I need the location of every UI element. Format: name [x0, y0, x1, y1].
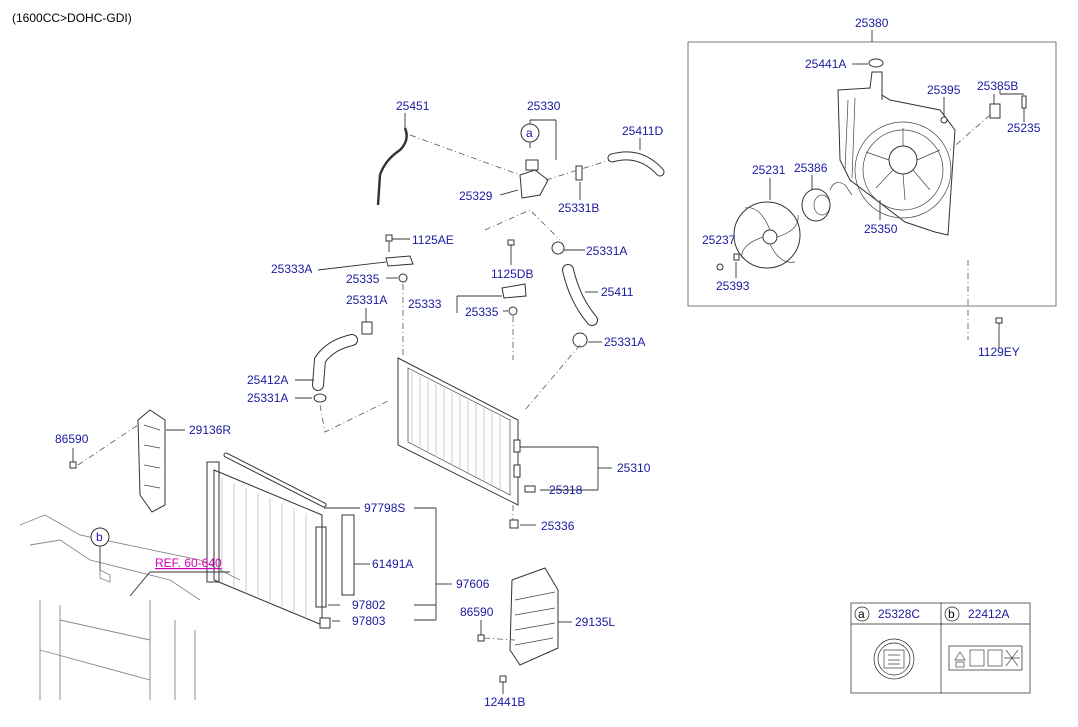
callout-a-label: a — [526, 126, 533, 140]
part-1125AE[interactable]: 1125AE — [412, 233, 454, 247]
part-25231[interactable]: 25231 — [752, 163, 786, 177]
radiator-drawing — [397, 357, 521, 506]
part-12441B[interactable]: 12441B — [484, 695, 525, 709]
part-1129EY[interactable]: 1129EY — [978, 345, 1020, 359]
legend-box — [850, 602, 1031, 694]
part-25331A-upper[interactable]: 25331A — [586, 244, 627, 258]
part-25310[interactable]: 25310 — [617, 461, 651, 475]
callout-b-label: b — [96, 530, 103, 544]
part-25411[interactable]: 25411 — [601, 285, 634, 299]
part-25411D[interactable]: 25411D — [622, 124, 663, 138]
part-25333[interactable]: 25333 — [408, 297, 442, 311]
part-97798S[interactable]: 97798S — [364, 501, 405, 515]
part-29136R[interactable]: 29136R — [189, 423, 231, 437]
part-25395[interactable]: 25395 — [927, 83, 961, 97]
reference-link[interactable]: REF. 60-640 — [155, 556, 222, 570]
fan-shroud-drawing — [837, 71, 956, 236]
part-25330[interactable]: 25330 — [527, 99, 561, 113]
part-25329[interactable]: 25329 — [459, 189, 493, 203]
part-25386[interactable]: 25386 — [794, 161, 828, 175]
part-25331A-right[interactable]: 25331A — [604, 335, 645, 349]
fan-motor-drawing — [801, 182, 853, 222]
part-25412A[interactable]: 25412A — [247, 373, 288, 387]
part-25331A-left[interactable]: 25331A — [346, 293, 387, 307]
part-97803[interactable]: 97803 — [352, 614, 386, 628]
callout-b-circle — [90, 527, 110, 547]
part-25318[interactable]: 25318 — [549, 483, 583, 497]
part-25331A-lower[interactable]: 25331A — [247, 391, 288, 405]
part-97606[interactable]: 97606 — [456, 577, 490, 591]
part-97802[interactable]: 97802 — [352, 598, 386, 612]
fan-connector-drawing — [989, 95, 1027, 119]
part-25235[interactable]: 25235 — [1007, 121, 1041, 135]
legend-a-part[interactable]: 25328C — [878, 607, 920, 621]
part-86590-lower[interactable]: 86590 — [460, 605, 494, 619]
part-25385B[interactable]: 25385B — [977, 79, 1018, 93]
part-25336[interactable]: 25336 — [541, 519, 575, 533]
filler-neck-drawing — [519, 159, 549, 199]
legend-a-marker: a — [858, 607, 865, 621]
condenser-drawing — [206, 452, 355, 629]
part-25451[interactable]: 25451 — [396, 99, 430, 113]
front-end-module-drawing — [19, 514, 241, 700]
part-25237[interactable]: 25237 — [702, 233, 736, 247]
part-25380[interactable]: 25380 — [855, 16, 889, 30]
part-25333A[interactable]: 25333A — [271, 262, 312, 276]
part-29135L[interactable]: 29135L — [575, 615, 615, 629]
air-guard-left-drawing — [509, 567, 559, 666]
legend-b-marker: b — [948, 607, 955, 621]
part-25335-upper[interactable]: 25335 — [346, 272, 380, 286]
air-guard-right-drawing — [137, 409, 166, 513]
part-25350[interactable]: 25350 — [864, 222, 898, 236]
part-25393[interactable]: 25393 — [716, 279, 750, 293]
part-1125DB[interactable]: 1125DB — [491, 267, 533, 281]
part-25335-lower[interactable]: 25335 — [465, 305, 499, 319]
fan-blade-drawing — [733, 201, 801, 269]
reservoir-cap-drawing — [868, 58, 884, 68]
part-86590-upper[interactable]: 86590 — [55, 432, 89, 446]
part-25331B[interactable]: 25331B — [558, 201, 599, 215]
engine-spec-header: (1600CC>DOHC-GDI) — [12, 11, 132, 25]
legend-b-part[interactable]: 22412A — [968, 607, 1009, 621]
callout-a-circle — [520, 123, 540, 143]
part-61491A[interactable]: 61491A — [372, 557, 413, 571]
part-25441A[interactable]: 25441A — [805, 57, 846, 71]
